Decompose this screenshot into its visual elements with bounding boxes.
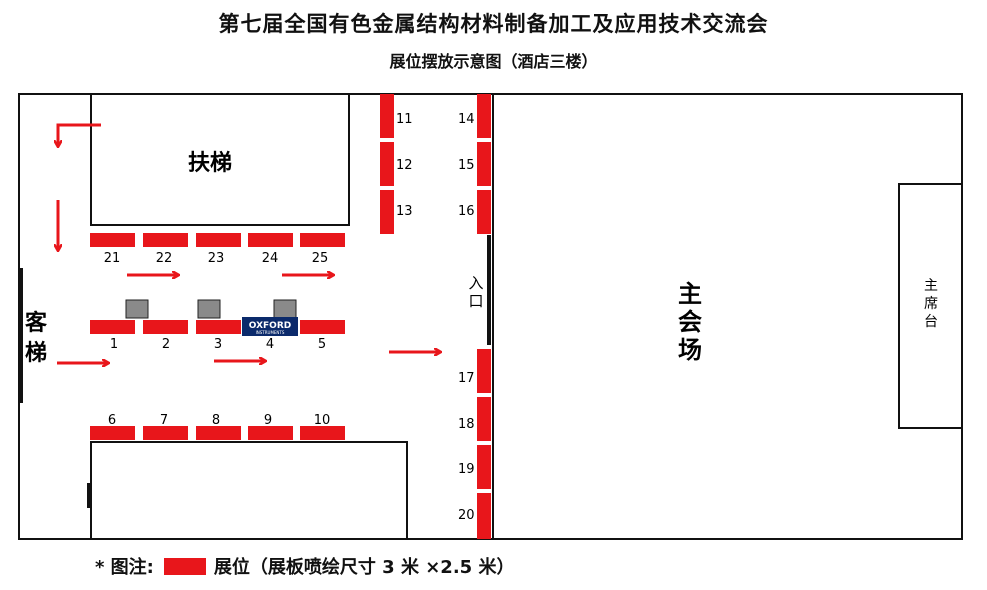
booth-17	[477, 349, 491, 393]
booth-11	[380, 94, 394, 138]
booth-8	[196, 426, 241, 440]
flow-arrow-turn	[58, 123, 101, 146]
booth-15	[477, 142, 491, 186]
lower-room-door	[87, 483, 91, 508]
entrance-label-2: 口	[468, 292, 483, 310]
booth-label-5: 5	[318, 337, 326, 352]
booth-25	[300, 233, 345, 247]
booth-24	[248, 233, 293, 247]
page-title: 第七届全国有色金属结构材料制备加工及应用技术交流会	[218, 12, 769, 36]
svg-text:OXFORD: OXFORD	[249, 321, 291, 331]
booth-label-7: 7	[160, 413, 168, 428]
legend-booth-swatch	[163, 557, 206, 575]
booth-2	[143, 320, 188, 334]
booth-label-12: 12	[396, 158, 413, 173]
booth-label-20: 20	[458, 508, 475, 523]
entrance-label-1: 入	[468, 274, 483, 292]
elevator-label-2: 梯	[25, 340, 47, 366]
lower-room	[90, 441, 408, 540]
booth-label-4: 4	[266, 337, 274, 352]
booth-label-3: 3	[214, 337, 222, 352]
booth-12	[380, 142, 394, 186]
booth-label-11: 11	[396, 112, 413, 127]
booth-label-13: 13	[396, 204, 413, 219]
booth-label-2: 2	[162, 337, 170, 352]
stage-label-1: 主	[924, 278, 938, 294]
booth-23	[196, 233, 241, 247]
svg-text:INSTRUMENTS: INSTRUMENTS	[256, 330, 285, 335]
booth-label-6: 6	[108, 413, 116, 428]
booth-label-17: 17	[458, 371, 475, 386]
booth-label-15: 15	[458, 158, 475, 173]
page-subtitle: 展位摆放示意图（酒店三楼）	[389, 52, 598, 71]
booth-22	[143, 233, 188, 247]
booth-20	[477, 493, 491, 539]
booth-21	[90, 233, 135, 247]
booth-label-10: 10	[314, 413, 331, 428]
booth-14	[477, 94, 491, 138]
booth-label-24: 24	[262, 251, 279, 266]
booth-label-1: 1	[110, 337, 118, 352]
legend: * 图注: 展位（展板喷绘尺寸 3 米 ×2.5 米）	[95, 553, 514, 579]
booth-label-19: 19	[458, 462, 475, 477]
elevator-wall	[18, 268, 23, 403]
hall-label-3: 场	[678, 336, 702, 364]
stage-label-3: 台	[924, 314, 938, 330]
booth-label-21: 21	[104, 251, 121, 266]
booth-label-14: 14	[458, 112, 475, 127]
booth-9	[248, 426, 293, 440]
elevator-label-1: 客	[25, 310, 48, 336]
legend-prefix: * 图注:	[95, 557, 154, 578]
display-box-1	[125, 299, 149, 319]
hall-label-1: 主	[678, 280, 702, 308]
booth-6	[90, 426, 135, 440]
booth-label-9: 9	[264, 413, 272, 428]
stage-label-2: 席	[924, 296, 938, 312]
booth-10	[300, 426, 345, 440]
booth-label-25: 25	[312, 251, 329, 266]
booth-label-23: 23	[208, 251, 225, 266]
booth-5	[300, 320, 345, 334]
booth-7	[143, 426, 188, 440]
display-box-2	[197, 299, 221, 319]
booth-label-8: 8	[212, 413, 220, 428]
stage	[898, 183, 963, 429]
oxford-instruments-logo: OXFORD INSTRUMENTS	[242, 317, 298, 336]
booth-1	[90, 320, 135, 334]
display-box-3	[273, 299, 297, 319]
escalator-area	[90, 93, 350, 226]
booth-label-16: 16	[458, 204, 475, 219]
booth-label-22: 22	[156, 251, 173, 266]
booth-3	[196, 320, 241, 334]
booth-18	[477, 397, 491, 441]
booth-16	[477, 190, 491, 234]
booth-label-18: 18	[458, 417, 475, 432]
booth-13	[380, 190, 394, 234]
legend-text: 展位（展板喷绘尺寸 3 米 ×2.5 米）	[213, 557, 515, 578]
escalator-label: 扶梯	[188, 150, 232, 176]
booth-19	[477, 445, 491, 489]
hall-label-2: 会	[678, 308, 702, 336]
